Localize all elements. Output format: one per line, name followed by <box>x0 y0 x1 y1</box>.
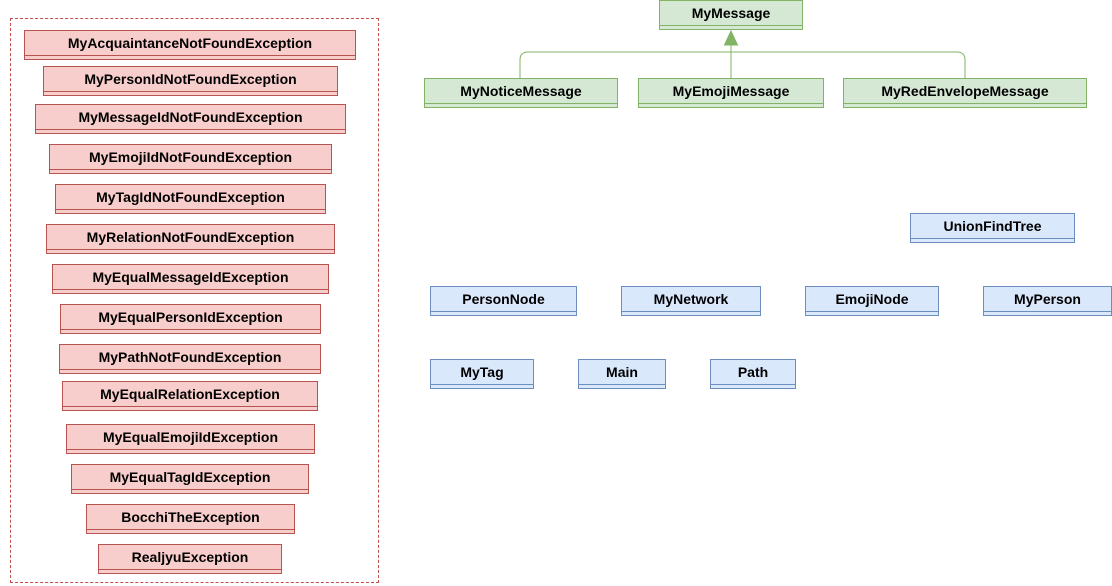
node-exception-equal-message-id[interactable]: MyEqualMessageIdException <box>52 264 329 294</box>
node-label: MyRelationNotFoundException <box>86 229 295 245</box>
node-label: MyEqualPersonIdException <box>98 309 283 325</box>
node-label: Path <box>737 364 769 380</box>
node-exception-relation-not-found[interactable]: MyRelationNotFoundException <box>46 224 335 254</box>
node-my-message[interactable]: MyMessage <box>659 0 803 30</box>
node-my-emoji-message[interactable]: MyEmojiMessage <box>638 78 824 108</box>
node-my-red-envelope-message[interactable]: MyRedEnvelopeMessage <box>843 78 1087 108</box>
node-exception-message-id-not-found[interactable]: MyMessageIdNotFoundException <box>35 104 346 134</box>
node-label: EmojiNode <box>835 291 909 307</box>
node-person-node[interactable]: PersonNode <box>430 286 577 316</box>
node-label: Main <box>606 364 638 380</box>
node-label: MyPersonIdNotFoundException <box>84 71 297 87</box>
node-emoji-node[interactable]: EmojiNode <box>805 286 939 316</box>
edge-redenvelope-to-message <box>731 51 966 78</box>
node-label: BocchiTheException <box>121 509 260 525</box>
node-label: MyEqualEmojiIdException <box>102 429 279 445</box>
node-my-tag[interactable]: MyTag <box>430 359 534 389</box>
node-label: MyNetwork <box>653 291 729 307</box>
edge-notice-to-message <box>519 51 731 78</box>
node-exception-acquaintance-not-found[interactable]: MyAcquaintanceNotFoundException <box>24 30 356 60</box>
node-label: MyPathNotFoundException <box>98 349 282 365</box>
node-label: MyPerson <box>1014 291 1081 307</box>
node-exception-equal-person-id[interactable]: MyEqualPersonIdException <box>60 304 321 334</box>
node-union-find-tree[interactable]: UnionFindTree <box>910 213 1075 243</box>
node-exception-path-not-found[interactable]: MyPathNotFoundException <box>59 344 321 374</box>
node-exception-emoji-id-not-found[interactable]: MyEmojiIdNotFoundException <box>49 144 332 174</box>
node-label: MyNoticeMessage <box>460 83 582 99</box>
node-label: PersonNode <box>462 291 545 307</box>
node-exception-person-id-not-found[interactable]: MyPersonIdNotFoundException <box>43 66 338 96</box>
node-label: MyMessageIdNotFoundException <box>78 109 303 125</box>
exceptions-group-frame <box>10 18 379 583</box>
node-label: MyMessage <box>691 5 771 21</box>
node-label: MyRedEnvelopeMessage <box>881 83 1049 99</box>
node-label: RealjyuException <box>131 549 249 565</box>
node-label: MyTag <box>460 364 504 380</box>
node-main[interactable]: Main <box>578 359 666 389</box>
node-my-network[interactable]: MyNetwork <box>621 286 761 316</box>
node-exception-bocchi[interactable]: BocchiTheException <box>86 504 295 534</box>
inheritance-arrowhead <box>723 29 739 46</box>
node-label: MyEqualMessageIdException <box>92 269 289 285</box>
node-exception-equal-relation[interactable]: MyEqualRelationException <box>62 381 318 411</box>
node-exception-tag-id-not-found[interactable]: MyTagIdNotFoundException <box>55 184 326 214</box>
node-label: UnionFindTree <box>943 218 1042 234</box>
node-exception-equal-emoji-id[interactable]: MyEqualEmojiIdException <box>66 424 315 454</box>
node-my-person[interactable]: MyPerson <box>983 286 1112 316</box>
node-exception-realjyu[interactable]: RealjyuException <box>98 544 282 574</box>
node-label: MyAcquaintanceNotFoundException <box>67 35 313 51</box>
node-label: MyEqualRelationException <box>100 386 280 402</box>
node-label: MyEmojiIdNotFoundException <box>89 149 292 165</box>
node-path[interactable]: Path <box>710 359 796 389</box>
node-label: MyTagIdNotFoundException <box>96 189 285 205</box>
node-label: MyEqualTagIdException <box>109 469 271 485</box>
node-label: MyEmojiMessage <box>672 83 790 99</box>
node-my-notice-message[interactable]: MyNoticeMessage <box>424 78 618 108</box>
node-exception-equal-tag-id[interactable]: MyEqualTagIdException <box>71 464 309 494</box>
